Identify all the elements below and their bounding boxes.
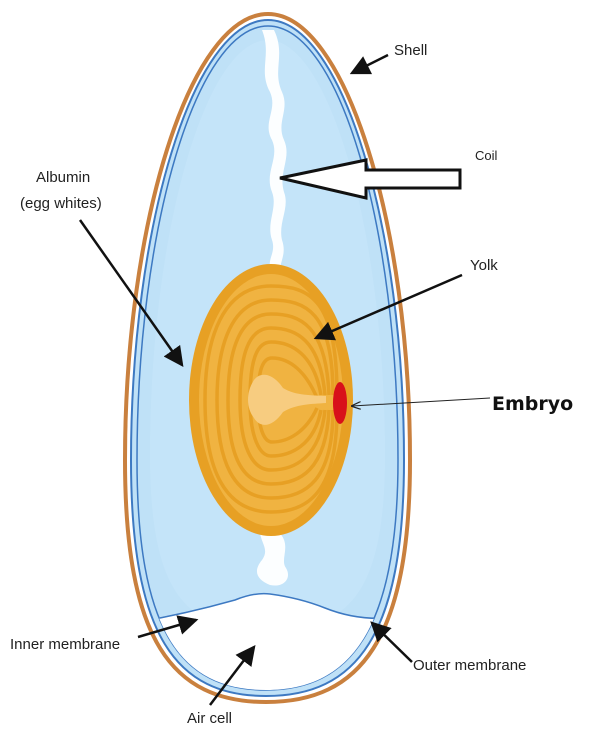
embryo	[333, 382, 347, 424]
yolk	[189, 264, 353, 536]
label-inner-membrane: Inner membrane	[10, 636, 120, 653]
label-albumin-sub: (egg whites)	[20, 195, 102, 212]
label-outer-membrane: Outer membrane	[413, 657, 526, 674]
label-yolk: Yolk	[470, 257, 498, 274]
shell-pointer	[352, 55, 388, 73]
label-shell: Shell	[394, 42, 427, 59]
label-embryo: Embryo	[492, 393, 573, 415]
label-air-cell: Air cell	[187, 710, 232, 727]
label-coil: Coil	[475, 148, 498, 163]
label-albumin: Albumin	[36, 169, 90, 186]
